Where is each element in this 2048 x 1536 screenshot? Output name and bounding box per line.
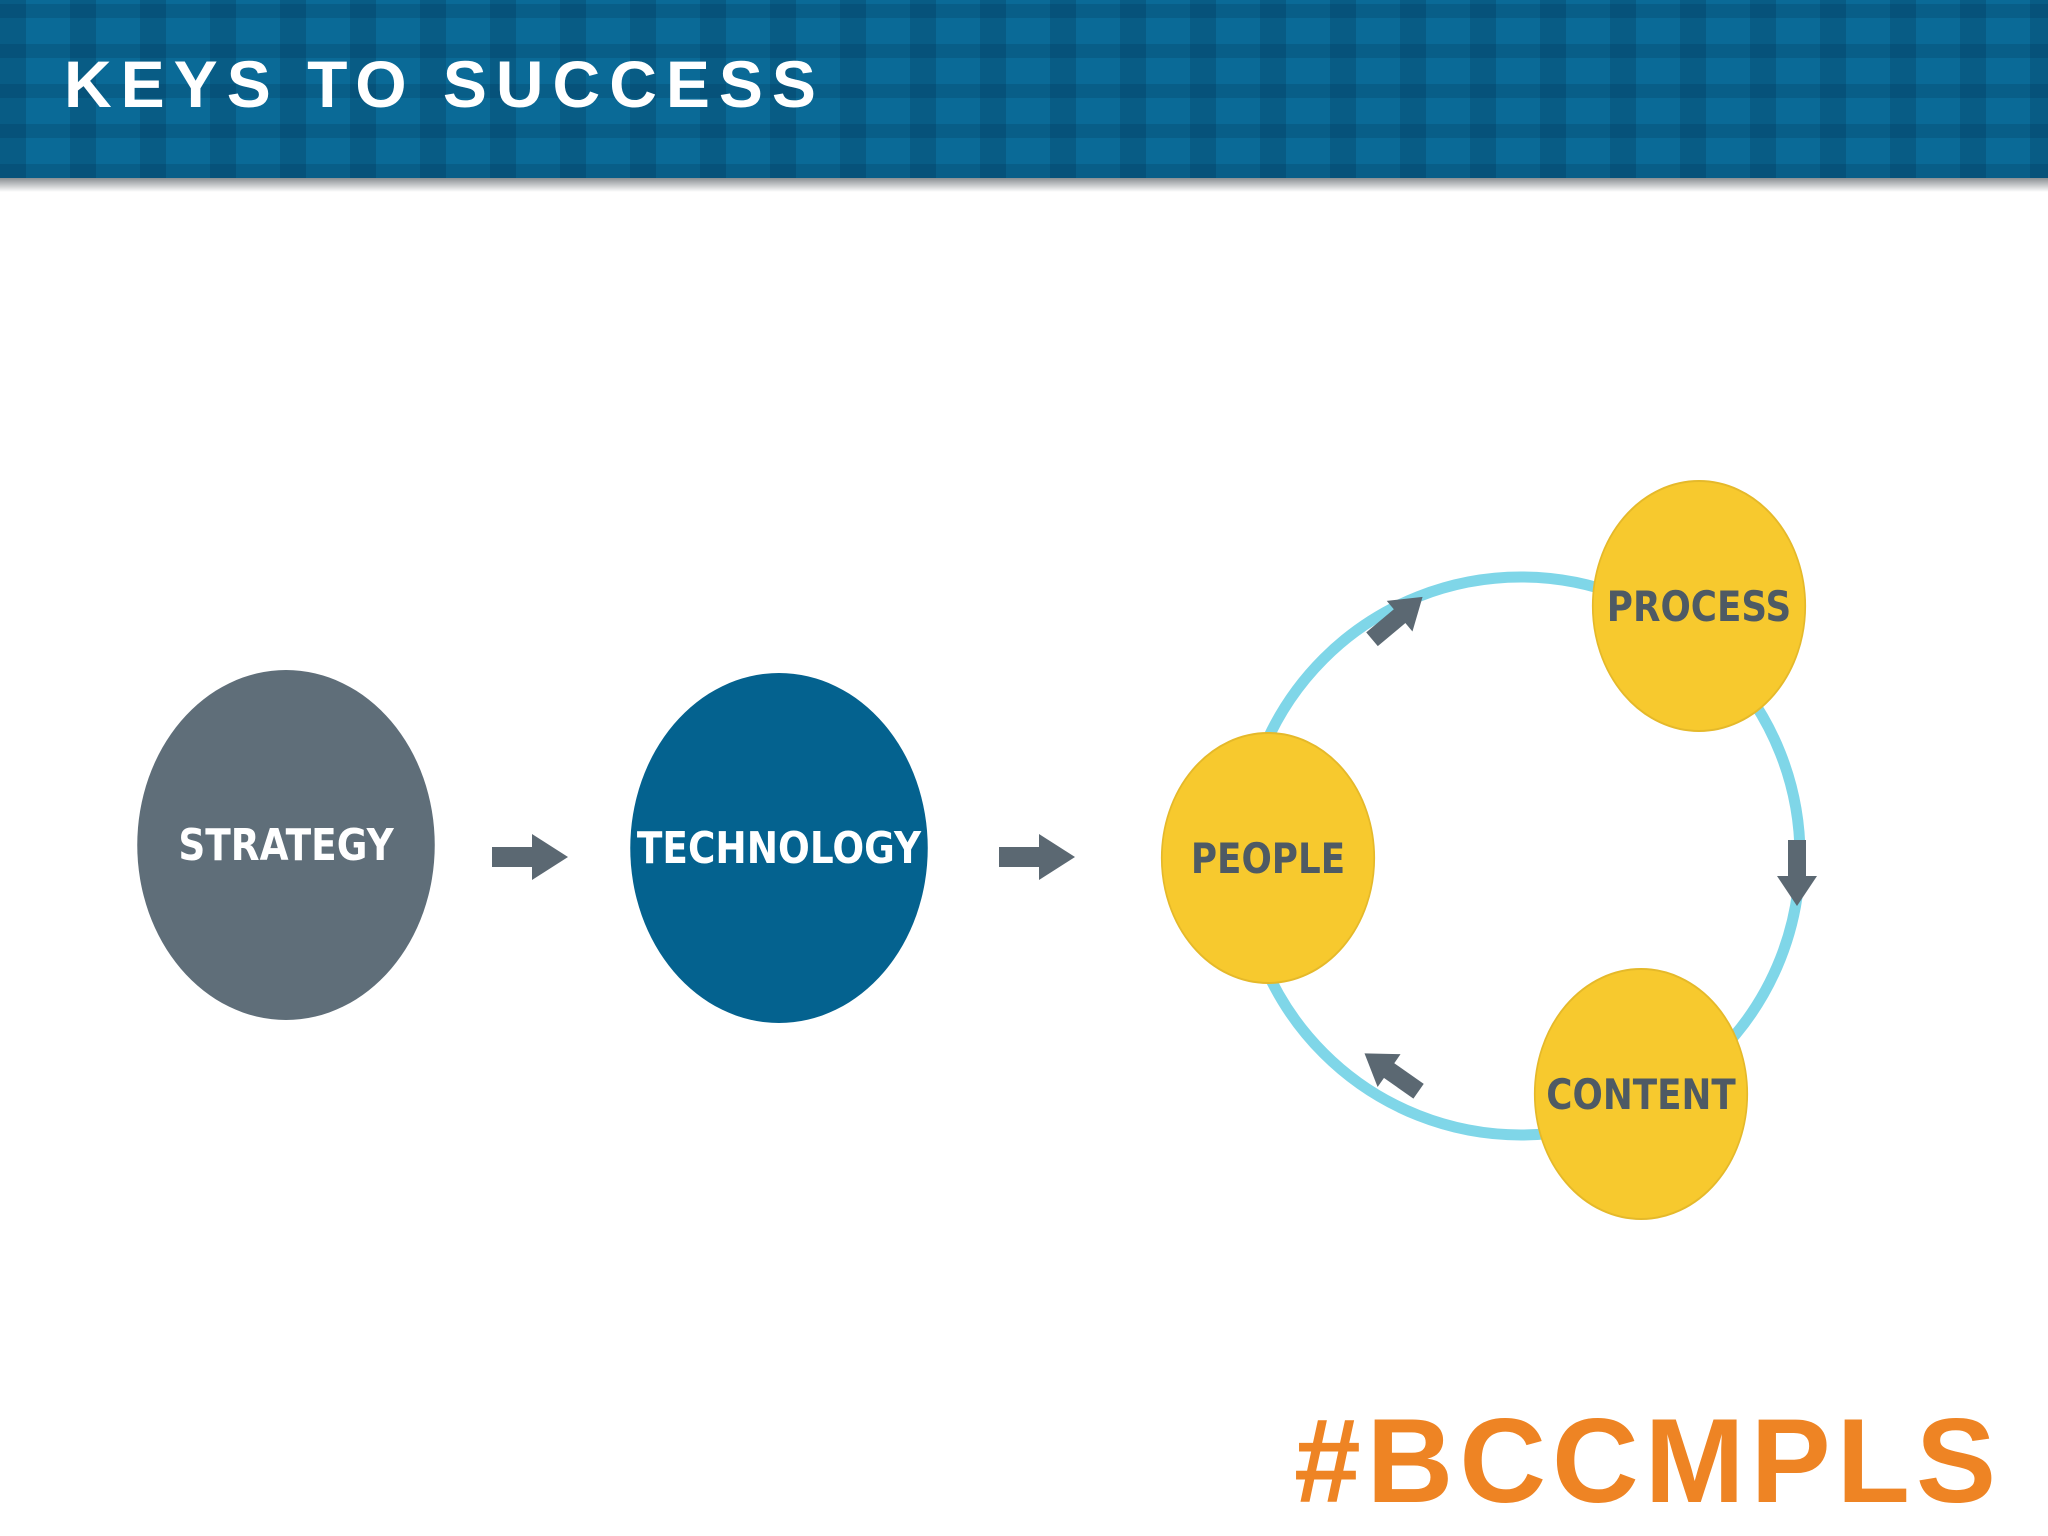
arrow-strategy-to-technology (492, 834, 568, 880)
arrow-content-to-people (1364, 1053, 1424, 1099)
node-technology-label: TECHNOLOGY (636, 822, 922, 874)
header-banner (0, 0, 2048, 178)
node-process: PROCESS (1591, 480, 1807, 732)
node-strategy: STRATEGY (137, 670, 435, 1020)
node-content: CONTENT (1533, 968, 1749, 1220)
node-people-label: PEOPLE (1190, 833, 1346, 883)
header-shadow (0, 178, 2048, 192)
arrow-people-to-process (1366, 596, 1423, 647)
node-people: PEOPLE (1160, 732, 1376, 984)
arrow-process-to-content (1777, 840, 1817, 906)
slide-title: KEYS TO SUCCESS (64, 47, 825, 121)
node-strategy-label: STRATEGY (178, 819, 394, 871)
node-technology: TECHNOLOGY (630, 673, 928, 1023)
node-process-label: PROCESS (1606, 581, 1792, 631)
arrow-technology-to-people (999, 834, 1075, 880)
event-hashtag: #BCCMPLS (1293, 1394, 2002, 1528)
node-content-label: CONTENT (1546, 1069, 1736, 1119)
